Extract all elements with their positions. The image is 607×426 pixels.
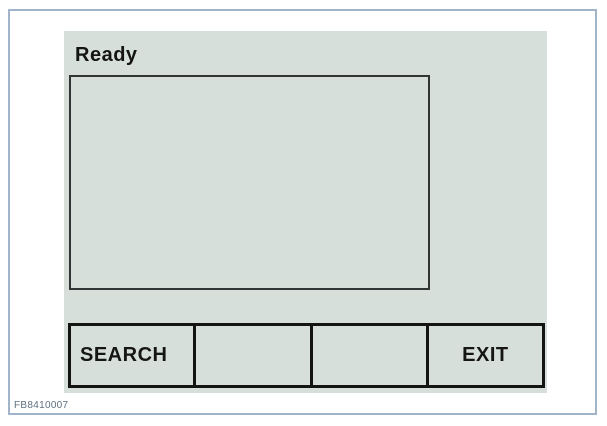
status-text: Ready xyxy=(75,44,138,66)
softkey-blank-3[interactable] xyxy=(312,326,429,385)
display-area xyxy=(69,75,430,290)
softkey-row: SEARCH EXIT xyxy=(68,323,545,388)
softkey-blank-2[interactable] xyxy=(196,326,313,385)
figure-id-label: FB8410007 xyxy=(14,400,69,411)
device-screen: Ready SEARCH EXIT xyxy=(64,31,547,393)
figure-frame: Ready SEARCH EXIT FB8410007 xyxy=(8,9,597,415)
search-button[interactable]: SEARCH xyxy=(71,326,197,385)
exit-button[interactable]: EXIT xyxy=(428,326,542,385)
